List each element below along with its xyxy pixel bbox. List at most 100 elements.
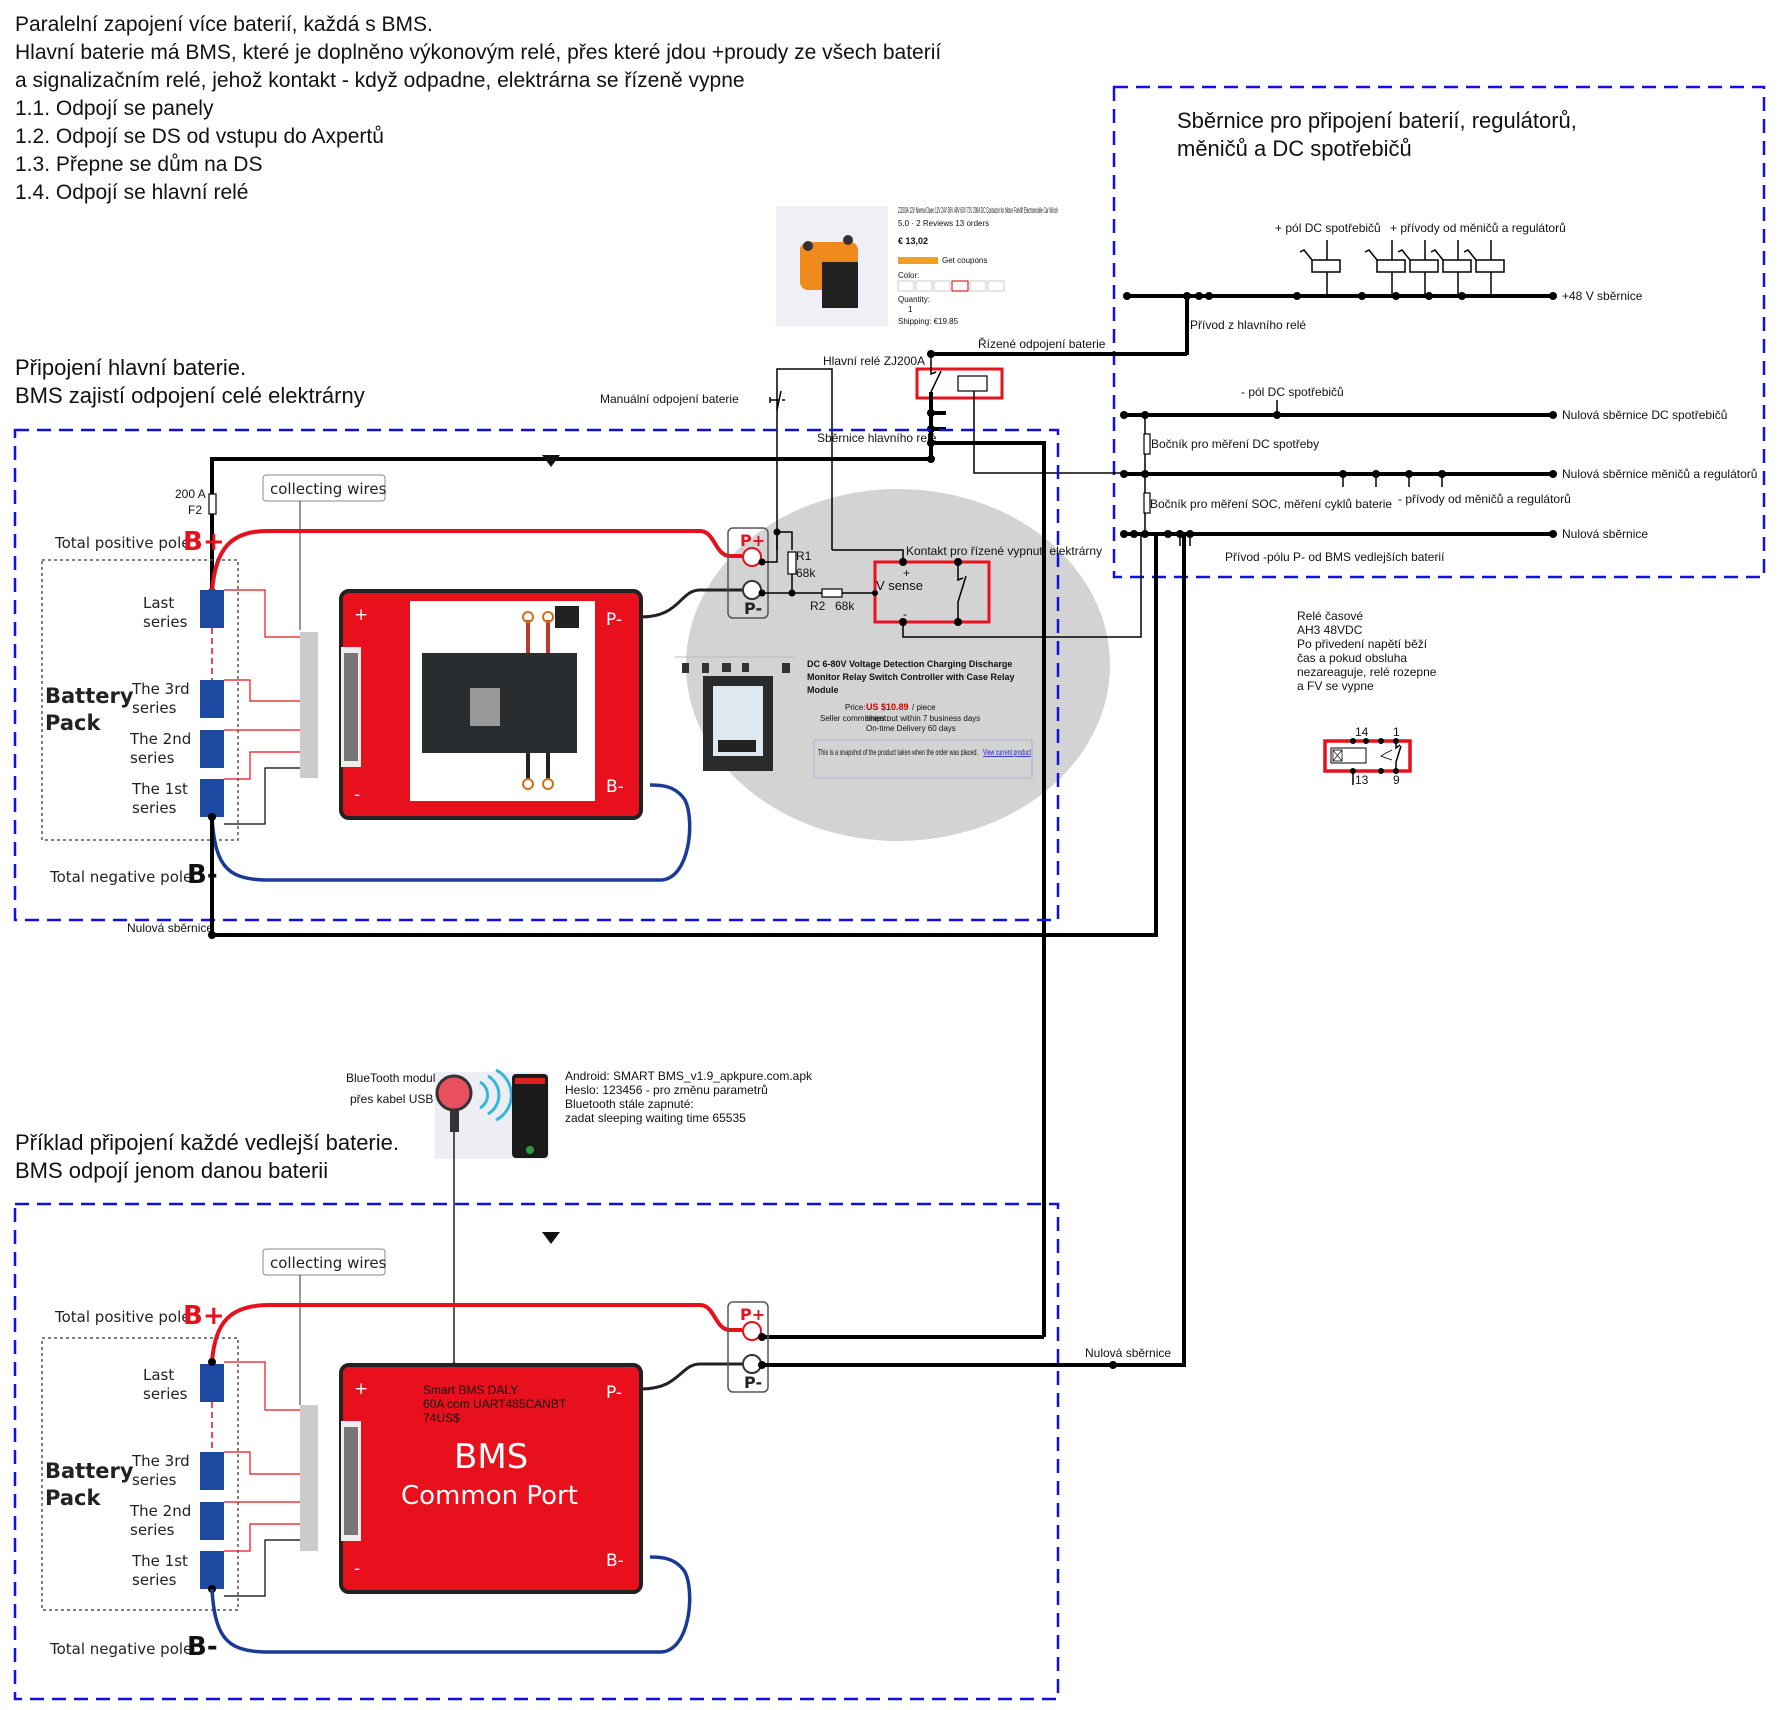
cell-label: series <box>132 1471 177 1489</box>
shunt-dc <box>1143 433 1151 455</box>
vsense-plus: + <box>903 566 910 580</box>
cell-2nd <box>200 1502 224 1540</box>
monitor-title: Module <box>807 685 839 695</box>
cell-label: series <box>143 613 188 631</box>
battery-pack-label: Battery <box>45 684 134 708</box>
bms-plus: + <box>354 605 368 625</box>
battery-pack-box <box>41 559 239 841</box>
cell-2nd <box>200 730 224 768</box>
bminus-wire <box>210 1555 692 1654</box>
bms-plus: + <box>354 1379 368 1399</box>
zero-conv-bus-label: Nulová sběrnice měničů a regulátorů <box>1562 467 1757 481</box>
battery-pack-box <box>41 1337 239 1611</box>
timer-pin: 13 <box>1355 773 1369 787</box>
arrow-marker-icon <box>542 1232 560 1244</box>
bms-title: BMS <box>454 1437 528 1477</box>
main-relay-area: Řízené odpojení baterie Hlavní relé ZJ20… <box>210 336 1187 1339</box>
secondary-battery-title: BMS odpojí jenom danou baterii <box>15 1158 328 1183</box>
shunt-soc-label: Bočník pro měření SOC, měření cyklů bate… <box>1150 497 1392 511</box>
bms-minus: - <box>354 785 360 805</box>
cell-label: series <box>132 799 177 817</box>
main-battery-group: 200 A F2 collecting wires Total positive… <box>41 474 1158 939</box>
balance-connector <box>300 1405 318 1551</box>
secondary-zero-bus-label: Nulová sběrnice <box>1085 1346 1171 1360</box>
cell-label: series <box>130 749 175 767</box>
total-positive-label: Total positive pole <box>54 534 191 552</box>
bplus-label: B+ <box>183 1301 225 1331</box>
bus-panel-title: Sběrnice pro připojení baterií, reguláto… <box>1177 108 1577 133</box>
main-relay-symbol <box>915 367 1004 400</box>
timer-line: nezareaguje, relé rozepne <box>1297 665 1437 679</box>
fuse-f2 <box>208 493 217 515</box>
cell-label: series <box>130 1521 175 1539</box>
monitor-ship: ships out within 7 business days <box>866 714 980 723</box>
shop-coupon[interactable]: Get coupons <box>942 256 987 265</box>
battery-pack-label: Battery <box>45 1459 134 1483</box>
bluetooth-block: BlueTooth modul přes kabel USB Android: … <box>346 1068 813 1370</box>
bms-info: Smart BMS DALY <box>423 1383 518 1397</box>
battery-pack-label: Pack <box>45 1486 101 1510</box>
header-line: Paralelní zapojení více baterií, každá s… <box>15 13 433 36</box>
zero-dc-bus-label: Nulová sběrnice DC spotřebičů <box>1562 408 1727 422</box>
bt-module-label: přes kabel USB <box>350 1092 433 1106</box>
plus-dc-label: + pól DC spotřebičů <box>1275 221 1381 235</box>
cell-3rd <box>200 1452 224 1490</box>
total-negative-label: Total negative pole <box>49 868 192 886</box>
cell-label: Last <box>143 1366 174 1384</box>
shunt-dc-label: Bočník pro měření DC spotřeby <box>1151 437 1319 451</box>
cell-1st <box>200 779 224 817</box>
monitor-note: This is a snapshot of the product taken … <box>818 748 978 757</box>
relay-bus-label: Sběrnice hlavního relé <box>817 431 937 445</box>
breaker-switches <box>1299 240 1505 296</box>
collecting-wires-label: collecting wires <box>270 480 387 498</box>
r2-label: R2 <box>810 599 826 613</box>
shop-shipping: Shipping: €19.85 <box>898 317 959 326</box>
cell-label: The 3rd <box>131 680 190 698</box>
timer-pin: 1 <box>1393 725 1400 739</box>
monitor-price: US $10.89 <box>866 702 909 712</box>
monitor-title: Monitor Relay Switch Controller with Cas… <box>807 672 1015 682</box>
header-line: a signalizačním relé, jehož kontakt - kd… <box>15 69 745 92</box>
timer-line: Relé časové <box>1297 609 1363 623</box>
contactor-shop-snippet: ZJ200A 12V Normal Open 12V 24V 36V 48V 6… <box>776 206 1058 326</box>
balance-connector <box>300 632 318 778</box>
bplus-wire <box>210 528 742 593</box>
collecting-wires-box <box>262 1248 386 1276</box>
fuse-name: F2 <box>188 503 202 517</box>
shop-title: ZJ200A 12V Normal Open 12V 24V 36V 48V 6… <box>898 206 1058 215</box>
fuse-rating: 200 A <box>175 487 206 501</box>
resistor-r2 <box>821 588 843 598</box>
r1-value: 68k <box>796 566 816 580</box>
timer-pin: 14 <box>1355 725 1369 739</box>
bus-panel: Sběrnice pro připojení baterií, reguláto… <box>1112 85 1766 579</box>
monitor-view-link[interactable]: View current product <box>983 748 1032 757</box>
bms-info: 74US$ <box>423 1411 460 1425</box>
collecting-wires-box <box>262 474 386 502</box>
cell-label: series <box>132 699 177 717</box>
monitor-module-snippet: DC 6-80V Voltage Detection Charging Disc… <box>675 656 1033 779</box>
bms-info: 60A com UART485CANBT <box>423 1397 567 1411</box>
cell-label: The 2nd <box>129 730 191 748</box>
bplus-wire <box>210 1303 742 1363</box>
shop-price: € 13,02 <box>898 236 928 246</box>
timer-pin: 9 <box>1393 773 1400 787</box>
bt-info-line: zadat sleeping waiting time 65535 <box>565 1111 746 1125</box>
bt-info-line: Android: SMART BMS_v1.9_apkpure.com.apk <box>565 1069 813 1083</box>
terminal-pplus: P+ <box>740 531 765 550</box>
monitor-ship: On-time Delivery 60 days <box>866 724 956 733</box>
bms-port-pminus: P- <box>606 1383 622 1403</box>
resistor-r1 <box>787 551 797 575</box>
terminal-pminus: P- <box>744 1373 762 1392</box>
minus-feeds-label: - přívody od měničů a regulátorů <box>1398 492 1571 506</box>
bminus-label: B- <box>187 1632 218 1662</box>
header-line: 1.3. Přepne se dům na DS <box>15 153 262 176</box>
timer-line: Po přivedení napětí běží <box>1297 637 1428 651</box>
battery-pack-label: Pack <box>45 711 101 735</box>
bms-port-pminus: P- <box>606 610 622 630</box>
main-relay-label: Hlavní relé ZJ200A <box>823 354 925 368</box>
bms-subtitle: Common Port <box>401 1481 578 1511</box>
header-line: 1.1. Odpojí se panely <box>15 97 214 120</box>
shop-quantity: 1 <box>908 305 913 314</box>
bplus-label: B+ <box>183 527 225 557</box>
